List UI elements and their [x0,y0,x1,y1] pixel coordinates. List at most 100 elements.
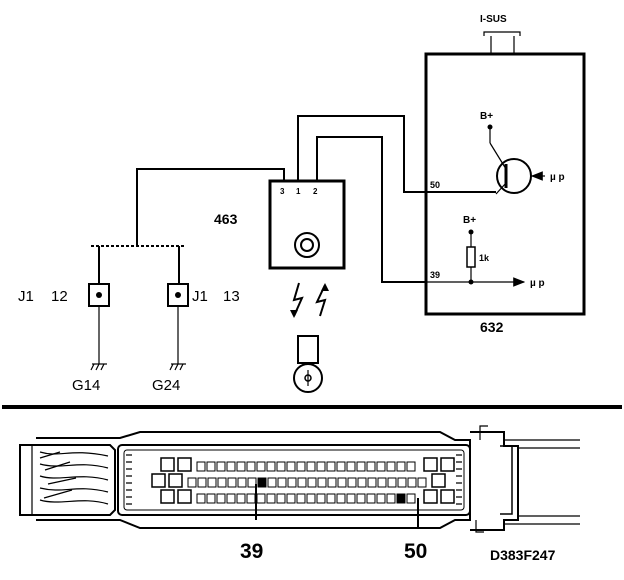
connector-pin [356,461,366,472]
connector-pin [356,493,366,504]
connector-pin [196,493,206,504]
connector-pin [276,461,286,472]
connector-pin [266,461,276,472]
connector-pin [306,493,316,504]
callout-50-label: 50 [404,540,427,563]
connector-pin [217,477,227,488]
ground-g24-symbol [169,363,186,371]
connector-pin-highlighted [257,477,267,488]
transistor-collector [489,142,507,170]
connector-pin [277,477,287,488]
ground-g14-label: G14 [72,377,100,394]
bus-label: I-SUS [480,14,507,25]
connector-pin [266,493,276,504]
ground-g24-label: G24 [152,377,180,394]
connector-pin [286,493,296,504]
connector-pin [207,477,217,488]
connector-pin [367,477,377,488]
connector-pin [366,493,376,504]
connector-pin [337,477,347,488]
j1-12-conn-label: J1 [18,288,34,305]
connector-pin [397,477,407,488]
connector-pin [227,477,237,488]
connector-pin [376,461,386,472]
connector-pin [407,477,417,488]
connector-pin [226,461,236,472]
transmit-arrow-left-head [290,310,298,318]
connector-pin [396,461,406,472]
connector-pin [346,461,356,472]
transmit-arrow-left [292,282,304,317]
connector-pin [357,477,367,488]
connector-pin [336,493,346,504]
pin-50-label: 50 [430,180,440,190]
connector-pin [326,493,336,504]
connector-pin [286,461,296,472]
connector-pin [317,477,327,488]
connector-pin [296,493,306,504]
connector-pin [296,461,306,472]
wire-463-pin1-to-632-pin50 [297,115,426,193]
wire-463-pin3-to-ground [136,168,285,246]
connector-pin [216,493,226,504]
j1-13-conn-label: J1 [192,288,208,305]
connector-pin [276,493,286,504]
connector-pin-grid [187,461,427,504]
connector-pin [206,461,216,472]
connector-pin [316,493,326,504]
key-sensor-coil-inner [300,238,314,252]
figure-code: D383F247 [490,547,556,563]
connector-pin [287,477,297,488]
connector-pin [216,461,226,472]
connector-pin-highlighted [396,493,406,504]
bplus-top-node [487,124,493,130]
connector-pin [417,477,427,488]
up-bottom-label: µ p [530,278,545,289]
connector-pin [256,493,266,504]
key-blade [297,335,319,364]
resistor-1k [466,246,476,268]
transmit-arrow-right-head [321,283,329,291]
connector-pin [237,477,247,488]
transistor-emitter [495,182,507,195]
pin-39-label: 39 [430,270,440,280]
connector-pin [246,461,256,472]
module-463-label: 463 [214,211,238,227]
connector-pin [187,477,197,488]
connector-pin [386,493,396,504]
j1-12-pin-label: 12 [51,288,68,305]
connector-pin [347,477,357,488]
connector-pin [406,461,416,472]
connector-pin [316,461,326,472]
module-632-label: 632 [480,319,504,335]
up-top-label: µ p [550,172,565,183]
connector-pin [387,477,397,488]
connector-pin [336,461,346,472]
bus-bracket [483,31,521,36]
module-463-pin-1: 1 [296,187,301,196]
connector-pin [376,493,386,504]
bplus-top-label: B+ [480,111,493,122]
resistor-label: 1k [479,253,490,263]
wire-463-pin2-to-632-pin39 [316,136,426,283]
connector-pin [226,493,236,504]
bplus-lower-label: B+ [463,215,476,226]
callout-39-label: 39 [240,540,263,563]
connector-pin [377,477,387,488]
connector-pin [406,493,416,504]
ground-g14-symbol [90,363,107,371]
connector-pin [236,461,246,472]
connector-pin [386,461,396,472]
connector-pin [236,493,246,504]
connector-pin [267,477,277,488]
j1-13-pin-label: 13 [223,288,240,305]
connector-pin [206,493,216,504]
module-463-pin-3: 3 [280,187,285,196]
connector-j1-13-pin [175,292,181,298]
transmit-arrow-right [315,284,327,317]
connector-pin [297,477,307,488]
connector-pin [326,461,336,472]
connector-pin [306,461,316,472]
connector-pin [197,477,207,488]
